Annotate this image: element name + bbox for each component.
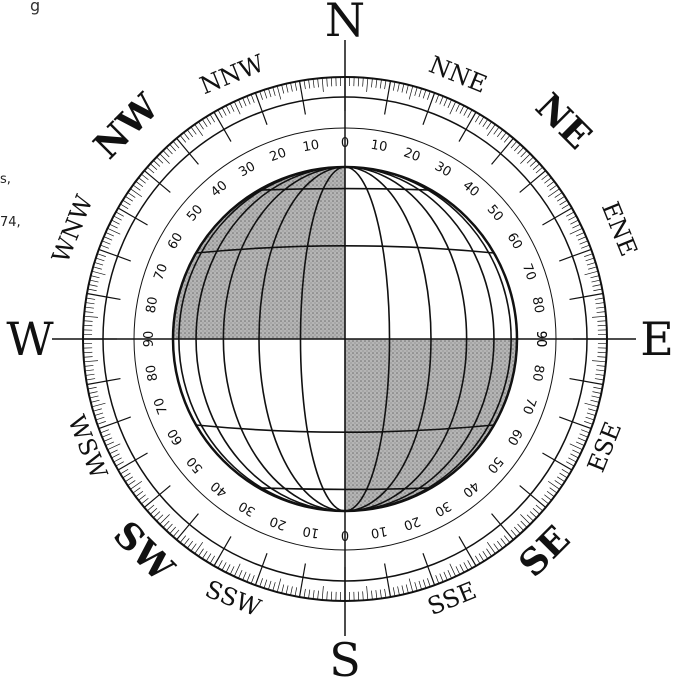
degree-label: 30 xyxy=(432,498,454,519)
degree-label: 50 xyxy=(184,202,206,224)
label-nne: NNE xyxy=(425,50,491,98)
label-southwest: SW xyxy=(105,513,182,590)
label-east: E xyxy=(640,312,674,366)
degree-label: 40 xyxy=(208,178,230,200)
label-wsw: WSW xyxy=(62,411,113,483)
inner-scale-ring xyxy=(133,127,557,551)
label-ese: ESE xyxy=(582,418,627,476)
degree-label: 60 xyxy=(165,230,186,252)
left-text-fragment-1: s, xyxy=(0,172,11,187)
degree-label: 50 xyxy=(484,454,506,476)
degree-label: 50 xyxy=(484,202,506,224)
label-ene: ENE xyxy=(596,198,643,260)
label-south: S xyxy=(329,633,361,687)
globe xyxy=(171,165,519,513)
degree-label: 70 xyxy=(519,262,539,283)
degree-label: 30 xyxy=(236,159,258,180)
degree-label: 0 xyxy=(341,136,349,151)
degree-label: 80 xyxy=(144,296,162,315)
degree-label: 0 xyxy=(341,527,349,542)
degree-label: 90 xyxy=(533,331,548,348)
degree-label: 70 xyxy=(151,262,171,283)
label-wnw: WNW xyxy=(46,191,98,267)
label-sse: SSE xyxy=(424,576,481,621)
label-west: W xyxy=(6,312,54,366)
edge-text-fragment: g xyxy=(30,0,41,15)
degree-label: 10 xyxy=(369,523,388,541)
degree-label: 40 xyxy=(208,478,230,500)
degree-label: 50 xyxy=(184,454,206,476)
degree-label: 20 xyxy=(402,513,423,533)
label-north: N xyxy=(325,0,365,47)
degree-label: 20 xyxy=(268,513,289,533)
degree-labels: 0010101010202020203030303040404040505050… xyxy=(142,136,548,542)
degree-label: 30 xyxy=(236,498,258,519)
label-ssw: SSW xyxy=(201,575,265,622)
degree-label: 10 xyxy=(302,523,321,541)
degree-label: 70 xyxy=(519,396,539,417)
label-northwest: NW xyxy=(86,85,168,167)
degree-label: 80 xyxy=(529,296,547,315)
degree-label: 70 xyxy=(151,396,171,417)
degree-label: 40 xyxy=(460,178,482,200)
degree-label: 80 xyxy=(144,363,162,382)
degree-label: 60 xyxy=(165,426,186,448)
degree-label: 30 xyxy=(432,159,454,180)
degree-label: 40 xyxy=(460,478,482,500)
left-text-fragment-2: 74, xyxy=(0,215,21,230)
degree-label: 90 xyxy=(142,331,157,348)
degree-ticks xyxy=(83,77,607,601)
degree-label: 10 xyxy=(369,138,388,156)
degree-label: 10 xyxy=(302,138,321,156)
degree-label: 20 xyxy=(268,145,289,165)
degree-label: 60 xyxy=(504,230,525,252)
degree-label: 90 xyxy=(533,331,548,348)
degree-label: 20 xyxy=(402,145,423,165)
globe-outline xyxy=(171,165,519,513)
label-northeast: NE xyxy=(527,85,599,157)
degree-label: 80 xyxy=(529,363,547,382)
degree-label: 60 xyxy=(504,426,525,448)
